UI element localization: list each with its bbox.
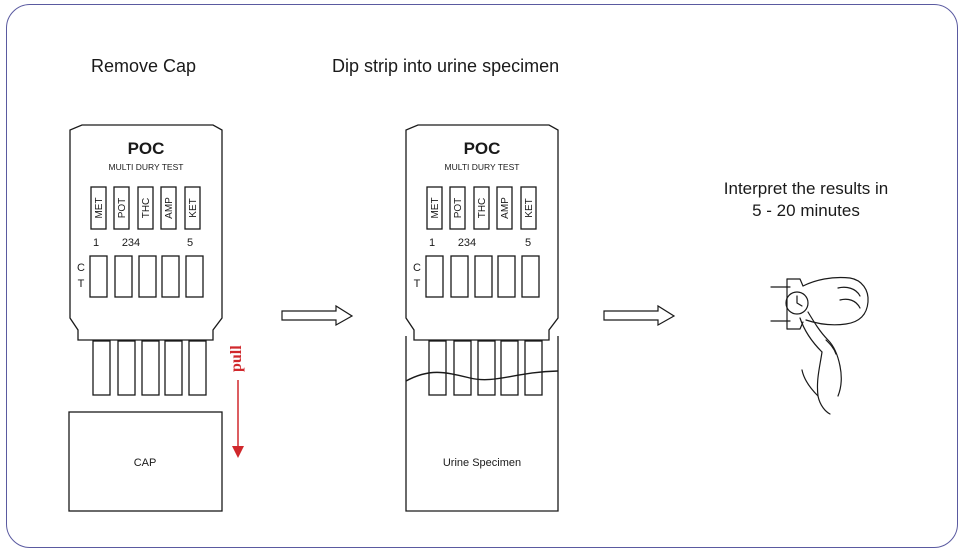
urine-surface-line [405, 370, 559, 382]
interpret-line-2: 5 - 20 minutes [752, 201, 860, 220]
step-title-remove-cap: Remove Cap [91, 56, 197, 76]
test-device-2: POC MULTI DURY TEST MET POT THC AMP KET … [405, 124, 559, 512]
arrow-2 [603, 304, 676, 327]
device-2-t-label: T [414, 278, 421, 290]
interpret-line-1: Interpret the results in [723, 179, 889, 198]
device-1-label-ket: KET [188, 198, 199, 217]
device-2-number-234: 234 [458, 237, 476, 249]
device-1-card [69, 124, 223, 341]
device-1-brand: POC [128, 139, 165, 158]
device-2-label-thc: THC [477, 198, 488, 219]
device-2-label-met: MET [430, 197, 441, 218]
pull-indicator: pull [228, 345, 245, 458]
device-2-drug-labels: MET POT THC AMP KET [426, 186, 537, 230]
specimen-cup [405, 336, 559, 512]
device-2-number-1: 1 [429, 237, 435, 249]
device-cap [68, 411, 223, 512]
device-1-number-234: 234 [122, 237, 140, 249]
device-2-c-label: C [413, 262, 421, 274]
device-1-label-pot: POT [117, 198, 128, 219]
device-1-t-label: T [78, 278, 85, 290]
device-2-brand: POC [464, 139, 501, 158]
device-2-card [405, 124, 559, 341]
device-1-label-thc: THC [141, 198, 152, 219]
wrist-watch-icon [770, 276, 869, 415]
device-1-label-met: MET [94, 197, 105, 218]
device-2-number-5: 5 [525, 237, 531, 249]
device-1-drug-labels: MET POT THC AMP KET [90, 186, 201, 230]
device-2-label-ket: KET [524, 198, 535, 217]
device-2-subtitle: MULTI DURY TEST [445, 162, 520, 172]
device-2-result-windows [425, 255, 540, 298]
device-1-strips [92, 340, 207, 396]
pull-label: pull [228, 345, 245, 372]
step-title-dip-strip: Dip strip into urine specimen [332, 56, 560, 76]
device-1-number-5: 5 [187, 237, 193, 249]
device-1-result-windows [89, 255, 204, 298]
device-1-c-label: C [77, 262, 85, 274]
device-1-label-amp: AMP [164, 197, 175, 219]
test-device-1: POC MULTI DURY TEST MET POT THC AMP KET … [68, 124, 223, 512]
specimen-label: Urine Specimen [443, 457, 521, 469]
device-1-subtitle: MULTI DURY TEST [109, 162, 184, 172]
device-2-label-amp: AMP [500, 197, 511, 219]
device-1-number-1: 1 [93, 237, 99, 249]
arrow-1 [281, 304, 354, 327]
device-2-strips [428, 340, 543, 396]
cap-label: CAP [134, 457, 157, 469]
step-title-interpret: Interpret the results in 5 - 20 minutes [676, 178, 936, 222]
pull-arrowhead [232, 446, 244, 458]
device-2-label-pot: POT [453, 198, 464, 219]
diagram-frame [6, 4, 958, 548]
